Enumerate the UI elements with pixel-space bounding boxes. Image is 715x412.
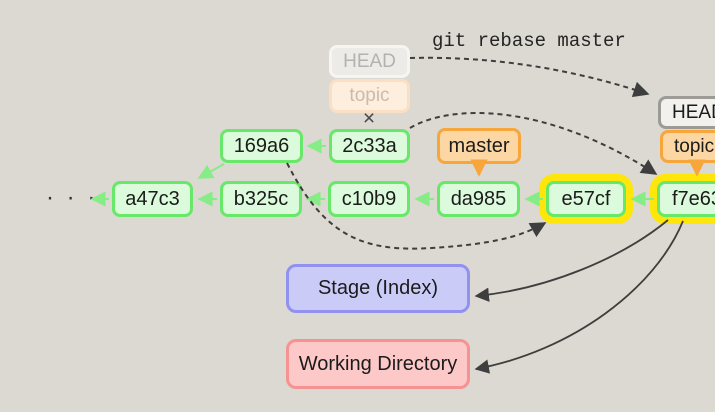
commit-169a6: 169a6 [220, 129, 303, 163]
commit-e57cf: e57cf [546, 181, 626, 217]
old-head-ref: HEAD [329, 45, 410, 78]
command-label: git rebase master [432, 30, 626, 52]
checkout-arrow-f7e63-stage [474, 219, 669, 302]
parent-arrow-169a6-a47c3 [197, 163, 225, 179]
history-ellipsis: · · · [46, 184, 99, 211]
master-ref: master [437, 128, 521, 164]
rebase-arrow-head-move [409, 56, 650, 98]
stage-index-box: Stage (Index) [286, 264, 470, 313]
new-head-ref: HEAD [658, 96, 715, 129]
commit-2c33a: 2c33a [329, 129, 410, 163]
working-directory-box: Working Directory [286, 339, 470, 389]
checkout-arrow-f7e63-working [474, 220, 684, 374]
commit-b325c: b325c [220, 181, 302, 217]
old-topic-ref: topic [329, 79, 410, 113]
commit-f7e63: f7e63 [657, 181, 715, 217]
commit-a47c3: a47c3 [112, 181, 193, 217]
commit-c10b9: c10b9 [328, 181, 410, 217]
commit-da985: da985 [437, 181, 520, 217]
new-topic-ref: topic [660, 130, 715, 163]
